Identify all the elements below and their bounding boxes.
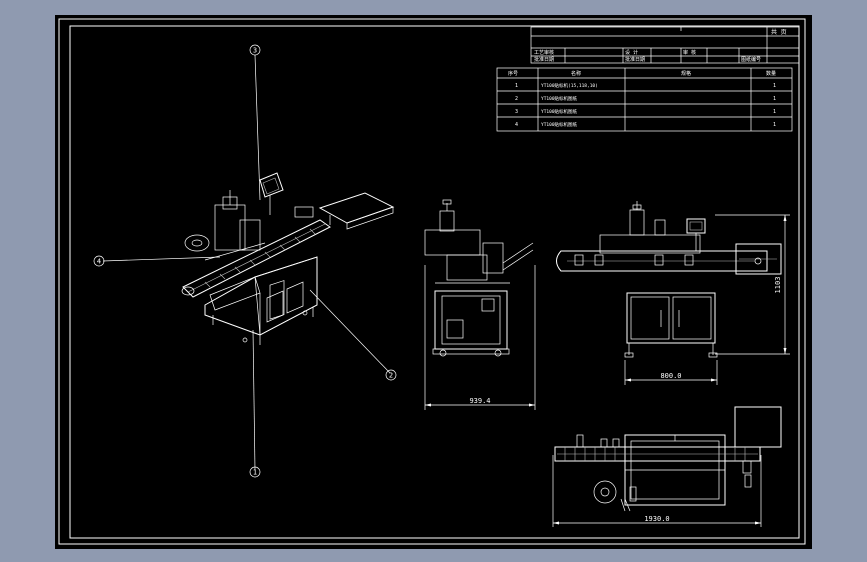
- bom-header: 规格: [681, 70, 691, 77]
- bom-cell-no: 3: [515, 109, 518, 115]
- title-block-cell: 设 计: [625, 49, 638, 56]
- front-view: 1103 800.0: [556, 201, 790, 385]
- bom-cell-name: YT100贴标机(15,118,10): [541, 82, 598, 89]
- bom-cell-name: YT100贴标机图纸: [541, 95, 578, 102]
- bom-cell-qty: 1: [773, 109, 776, 115]
- balloon-callout: 4: [93, 255, 105, 267]
- drawing-sheet: 共 页 工艺审核 设 计 审 核 批准日期 批准日期 图纸编号 序号 名称 规格…: [58, 18, 806, 545]
- side-view: 939.4: [424, 199, 536, 410]
- cad-viewport[interactable]: 共 页 工艺审核 设 计 审 核 批准日期 批准日期 图纸编号 序号 名称 规格…: [55, 15, 812, 549]
- dimension-front-height: 1103: [774, 277, 782, 294]
- title-block-cell: 批准日期: [534, 56, 554, 63]
- balloon-callout: 2: [385, 369, 397, 381]
- bom-header: 数量: [766, 70, 776, 77]
- dimension-front-width: 800.0: [660, 372, 681, 380]
- inner-border: [69, 25, 800, 539]
- dimension-top-length: 1930.0: [644, 515, 669, 523]
- title-block-cell: 图纸编号: [741, 56, 761, 63]
- bom-header: 序号: [508, 70, 518, 77]
- bom-cell-qty: 1: [773, 96, 776, 102]
- top-view: 1930.0: [552, 406, 782, 527]
- bom-cell-name: YT100贴标机图纸: [541, 121, 578, 128]
- bom-cell-name: YT100贴标机图纸: [541, 108, 578, 115]
- title-block-corner-label: 共 页: [771, 28, 787, 36]
- title-block: 共 页 工艺审核 设 计 审 核 批准日期 批准日期 图纸编号: [530, 26, 800, 64]
- bom-cell-qty: 1: [773, 122, 776, 128]
- balloon-callout: 1: [249, 466, 261, 478]
- svg-text:2: 2: [389, 372, 393, 380]
- bom-cell-qty: 1: [773, 83, 776, 89]
- balloon-callout: 3: [249, 44, 261, 56]
- bom-cell-no: 4: [515, 122, 518, 128]
- svg-text:3: 3: [253, 47, 257, 55]
- svg-text:1: 1: [253, 469, 257, 477]
- bom-cell-no: 2: [515, 96, 518, 102]
- bom-table: 序号 名称 规格 数量 1 YT100贴标机(15,118,10) 1 2 YT…: [496, 67, 793, 132]
- title-block-cell: 工艺审核: [534, 49, 554, 56]
- title-block-cell: 审 核: [683, 49, 696, 56]
- outer-border: [58, 18, 806, 545]
- bom-header: 名称: [571, 70, 581, 77]
- bom-cell-no: 1: [515, 83, 518, 89]
- svg-text:4: 4: [97, 258, 101, 266]
- isometric-view: 3 4 2 1: [93, 44, 397, 478]
- title-block-cell: 批准日期: [625, 56, 645, 63]
- dimension-side-width: 939.4: [469, 397, 490, 405]
